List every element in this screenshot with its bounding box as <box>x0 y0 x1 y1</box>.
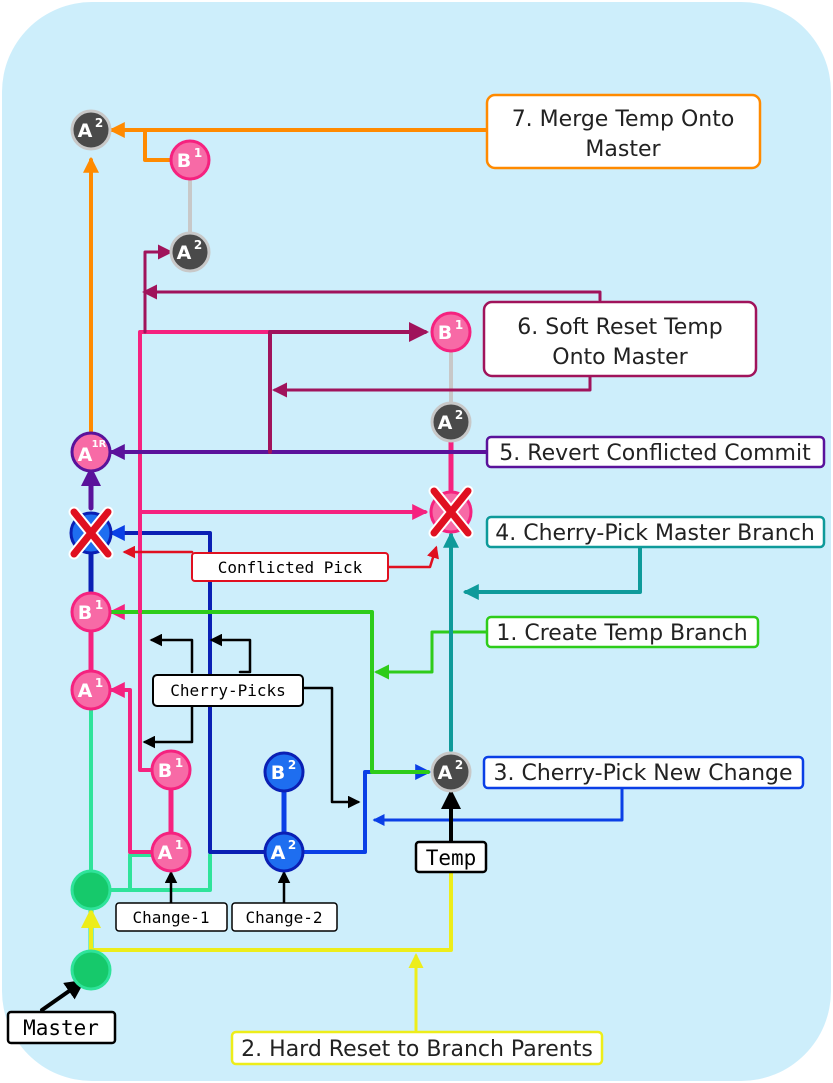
svg-text:1: 1 <box>455 318 463 332</box>
svg-text:1: 1 <box>95 676 103 690</box>
change1-cherry-a1 <box>108 682 152 854</box>
merge-branch-line <box>108 122 192 162</box>
branch-parent-node <box>70 869 112 911</box>
step6-line2: Onto Master <box>552 345 688 370</box>
svg-text:2: 2 <box>455 408 463 422</box>
create-temp-branch <box>110 610 430 774</box>
svg-text:B: B <box>177 150 191 172</box>
step7-line2: Master <box>585 137 661 162</box>
step4-pointer <box>462 546 642 600</box>
svg-text:A: A <box>271 842 286 864</box>
step1-label: 1. Create Temp Branch <box>496 621 747 646</box>
soft-reset-top <box>142 284 602 302</box>
temp-conflict-node <box>428 485 474 539</box>
merged-a2-node: A 2 <box>70 109 112 151</box>
master-a1-node: A 1 <box>70 669 112 711</box>
temp-b1-right-node: B 1 <box>430 311 472 353</box>
temp-branch-label: Temp <box>414 840 488 874</box>
svg-text:2: 2 <box>288 838 296 852</box>
step4-label: 4. Cherry-Pick Master Branch <box>495 521 815 546</box>
step7-line1: 7. Merge Temp Onto <box>512 107 735 132</box>
step3-box: 3. Cherry-Pick New Change <box>482 755 805 790</box>
svg-text:Cherry-Picks: Cherry-Picks <box>170 681 286 700</box>
change1-b1-node: B 1 <box>150 749 192 791</box>
step2-box: 2. Hard Reset to Branch Parents <box>230 1030 604 1066</box>
svg-text:A: A <box>438 762 453 784</box>
svg-text:B: B <box>158 760 172 782</box>
step5-box: 5. Revert Conflicted Commit <box>485 435 826 469</box>
svg-text:B: B <box>78 602 92 624</box>
svg-text:A: A <box>158 842 173 864</box>
master-commit-node <box>70 949 112 991</box>
svg-text:1: 1 <box>95 598 103 612</box>
step6-box: 6. Soft Reset Temp Onto Master <box>482 300 758 378</box>
svg-text:1: 1 <box>175 756 183 770</box>
svg-text:A: A <box>78 680 93 702</box>
step2-label: 2. Hard Reset to Branch Parents <box>241 1037 593 1062</box>
svg-text:1: 1 <box>194 146 202 160</box>
svg-text:Master: Master <box>23 1016 99 1040</box>
master-branch-label: Master <box>6 1010 117 1045</box>
conflicted-pick-label: Conflicted Pick <box>191 552 389 582</box>
change2-a2-node: A 2 <box>263 831 305 873</box>
master-b1-node: B 1 <box>70 591 112 633</box>
step3-label: 3. Cherry-Pick New Change <box>493 761 792 786</box>
svg-text:Change-2: Change-2 <box>245 908 322 927</box>
svg-text:Conflicted Pick: Conflicted Pick <box>218 558 363 577</box>
step4-box: 4. Cherry-Pick Master Branch <box>485 515 826 549</box>
change2-label: Change-2 <box>231 902 338 932</box>
svg-text:A: A <box>78 120 93 142</box>
red-x-icon <box>428 485 474 539</box>
svg-text:1R: 1R <box>92 439 107 450</box>
svg-text:Temp: Temp <box>426 846 477 870</box>
step6-line1: 6. Soft Reset Temp <box>517 315 722 340</box>
master-pointer <box>40 979 86 1012</box>
soft-reset-up <box>143 244 173 334</box>
cherry-picks-label: Cherry-Picks <box>152 674 304 707</box>
svg-text:A: A <box>438 412 453 434</box>
step3-pointer <box>372 786 624 826</box>
temp-a2-node: A 2 <box>430 751 472 793</box>
svg-text:B: B <box>271 762 285 784</box>
svg-text:1: 1 <box>175 838 183 852</box>
cherry-picks-connector-a <box>149 633 194 674</box>
step7-box: 7. Merge Temp Onto Master <box>485 93 762 170</box>
cherry-picks-connector-c <box>209 633 252 674</box>
svg-text:2: 2 <box>455 758 463 772</box>
svg-text:Change-1: Change-1 <box>132 908 209 927</box>
svg-text:2: 2 <box>288 758 296 772</box>
step1-pointer <box>374 630 489 680</box>
temp-b1-top-node: B 1 <box>169 139 211 181</box>
red-x-icon <box>68 506 114 560</box>
cherry-picks-connector-b <box>142 698 194 749</box>
soft-reset-pointer <box>272 374 592 398</box>
soft-reset-line <box>268 322 429 454</box>
temp-a2-top-node: A 2 <box>169 231 211 273</box>
svg-text:2: 2 <box>194 238 202 252</box>
commit-to-change2-line <box>89 853 212 892</box>
step1-box: 1. Create Temp Branch <box>485 615 760 649</box>
master-a1r-node: A 1R <box>70 431 112 473</box>
change1-label: Change-1 <box>115 902 228 932</box>
change2-b2-node: B 2 <box>263 751 305 793</box>
hard-reset-line <box>81 868 453 952</box>
step5-label: 5. Revert Conflicted Commit <box>499 441 811 466</box>
temp-a2-mid-node: A 2 <box>430 401 472 443</box>
svg-text:B: B <box>438 322 452 344</box>
conflicted-pick-line <box>386 545 439 569</box>
svg-text:A: A <box>78 444 93 466</box>
change1-a1-node: A 1 <box>150 831 192 873</box>
master-a2-conflict-node <box>68 506 114 560</box>
svg-text:A: A <box>177 242 192 264</box>
cherry-picks-connector-d <box>300 686 361 809</box>
svg-text:2: 2 <box>95 116 103 130</box>
